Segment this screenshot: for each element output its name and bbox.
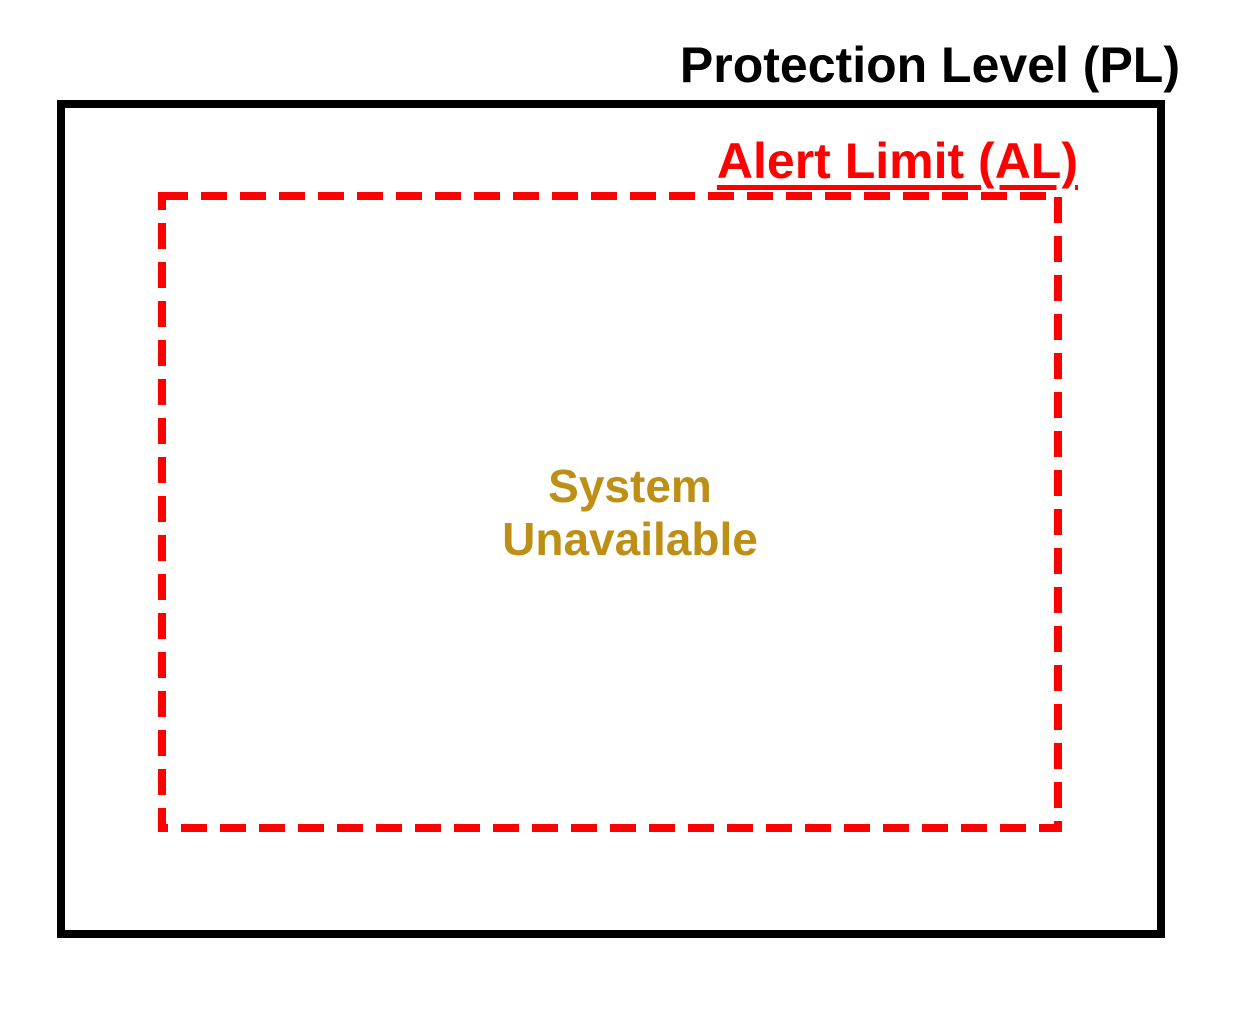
system-unavailable-label: System Unavailable <box>502 460 758 565</box>
protection-level-box <box>57 100 1165 938</box>
protection-level-label: Protection Level (PL) <box>679 37 1180 93</box>
alert-limit-box <box>158 192 1062 832</box>
alert-limit-dashed-rect <box>158 192 1062 832</box>
alert-limit-label: Alert Limit (AL) <box>716 133 1078 189</box>
